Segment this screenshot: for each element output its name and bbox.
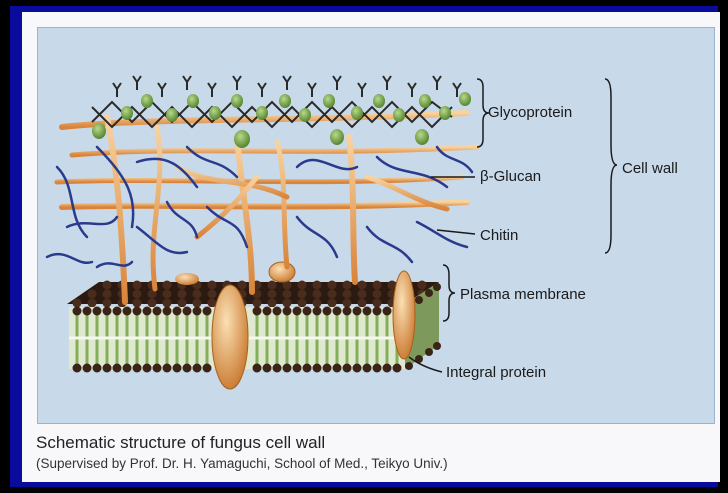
label-plasma-membrane: Plasma membrane xyxy=(460,286,586,303)
label-cell-wall: Cell wall xyxy=(622,160,678,177)
chitin-fibers xyxy=(57,113,477,302)
label-chitin: Chitin xyxy=(480,227,518,244)
label-glycoprotein: Glycoprotein xyxy=(488,104,572,121)
cell-wall-diagram xyxy=(37,27,713,422)
peripheral-protein-2 xyxy=(175,273,199,285)
label-beta-glucan: β-Glucan xyxy=(480,168,541,185)
integral-protein-left xyxy=(212,285,248,389)
integral-protein-right xyxy=(393,271,415,359)
glycoprotein-layer xyxy=(92,76,471,148)
peripheral-protein xyxy=(269,262,295,282)
label-integral-protein: Integral protein xyxy=(446,364,546,381)
annotation-lines xyxy=(409,79,617,372)
figure-credit: (Supervised by Prof. Dr. H. Yamaguchi, S… xyxy=(36,456,448,471)
figure-caption: Schematic structure of fungus cell wall xyxy=(36,433,325,453)
